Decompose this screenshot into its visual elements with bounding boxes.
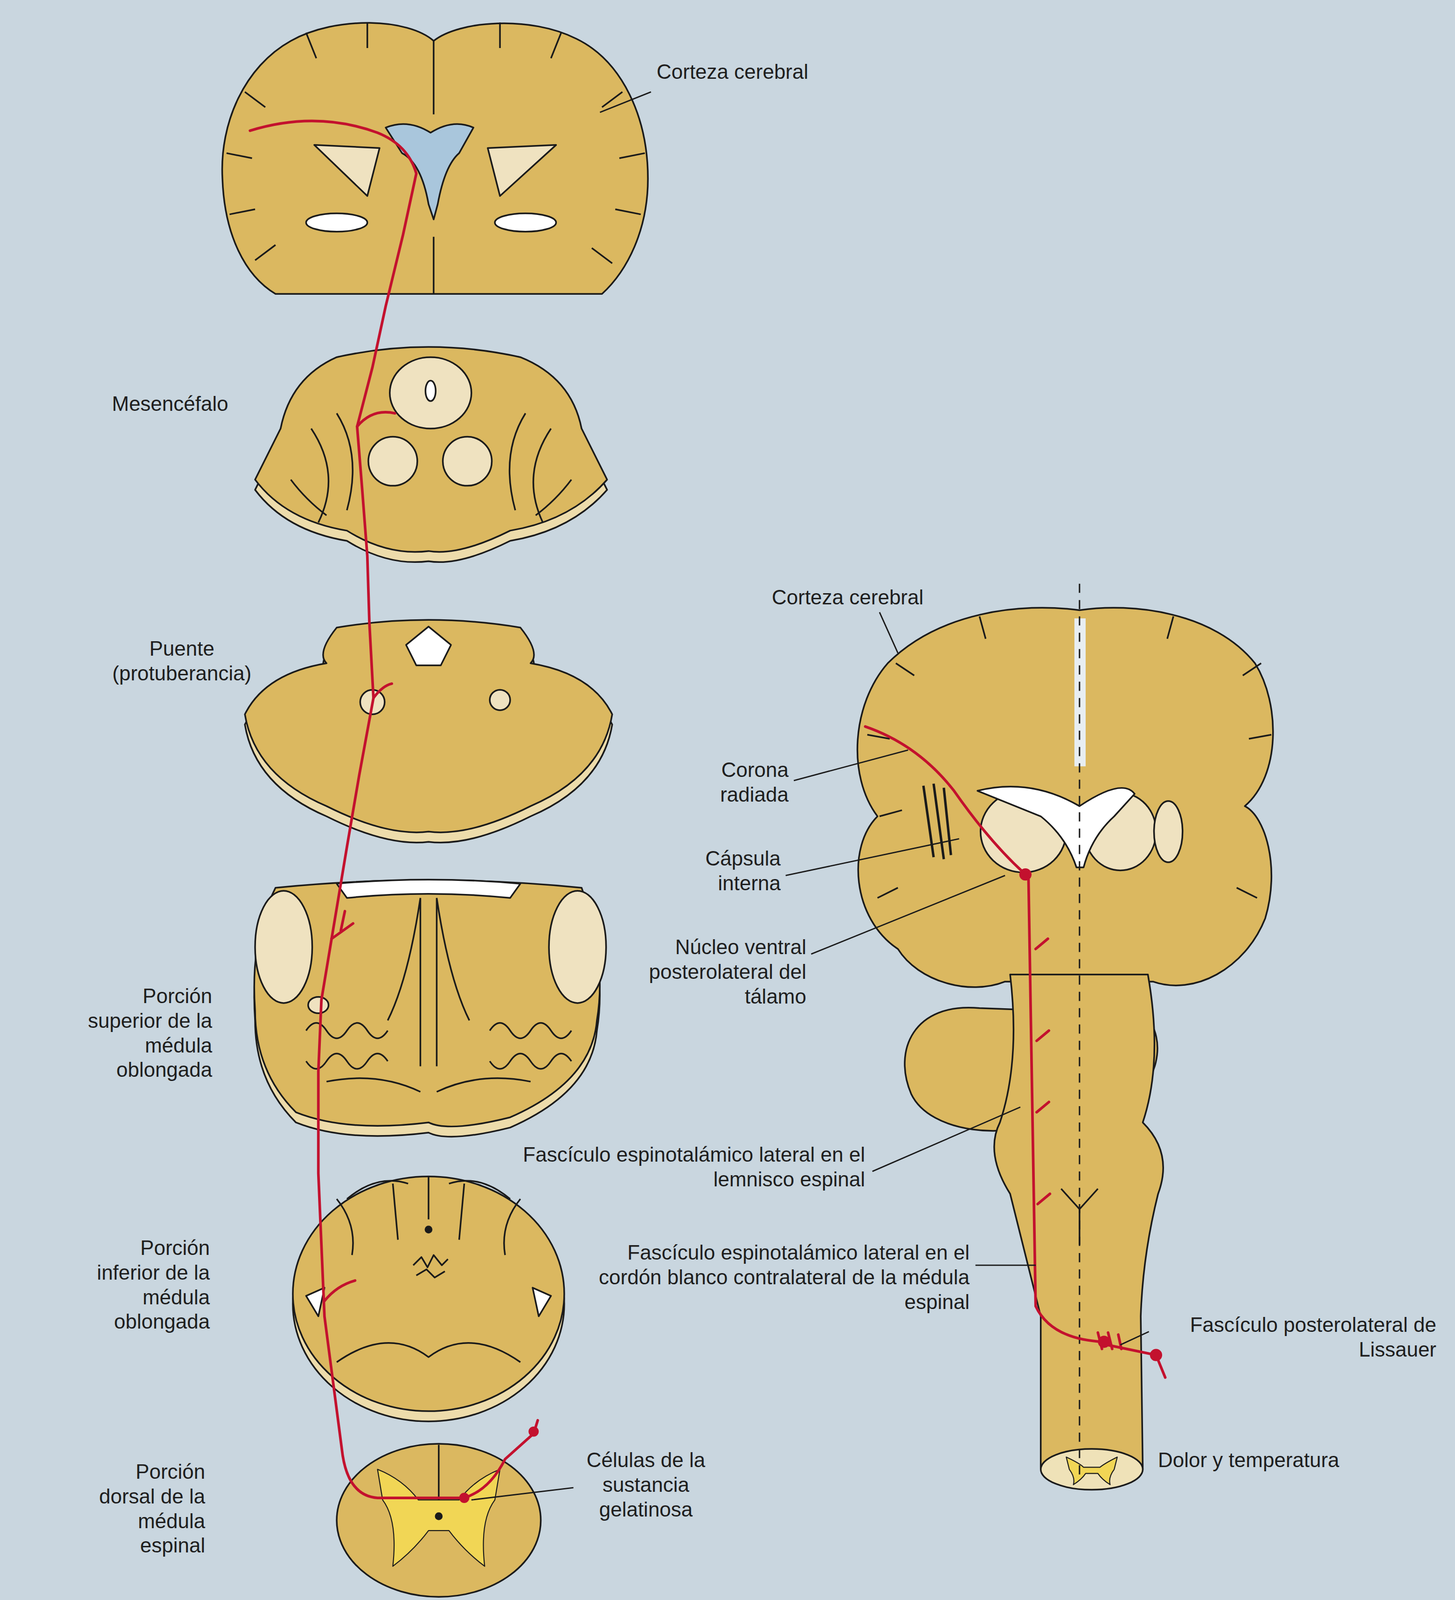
part-label: Mesencéfalo xyxy=(111,391,266,417)
part-label: Porción dorsal de la médula espinal xyxy=(83,1459,206,1559)
part-label: Cápsula interna xyxy=(673,846,781,896)
part-label: Fascículo espinotalámico lateral en el c… xyxy=(568,1240,970,1315)
part-label: Células de la sustancia gelatinosa xyxy=(575,1448,716,1522)
part-label: Núcleo ventral posterolateral del tálamo xyxy=(638,935,807,1009)
part-label: Puente (protuberancia) xyxy=(93,636,271,686)
part-label: Corteza cerebral xyxy=(656,59,853,85)
part-label: Corteza cerebral xyxy=(771,585,968,610)
part-label: Dolor y temperatura xyxy=(1157,1448,1420,1473)
part-label: Corona radiada xyxy=(681,757,789,808)
part-label: Porción superior de la médula oblongada xyxy=(72,983,213,1083)
part-label: Fascículo posterolateral de Lissauer xyxy=(1156,1312,1437,1363)
part-label: Fascículo espinotalámico lateral en el l… xyxy=(510,1142,866,1192)
part-label: Porción inferior de la médula oblongada xyxy=(79,1235,210,1335)
